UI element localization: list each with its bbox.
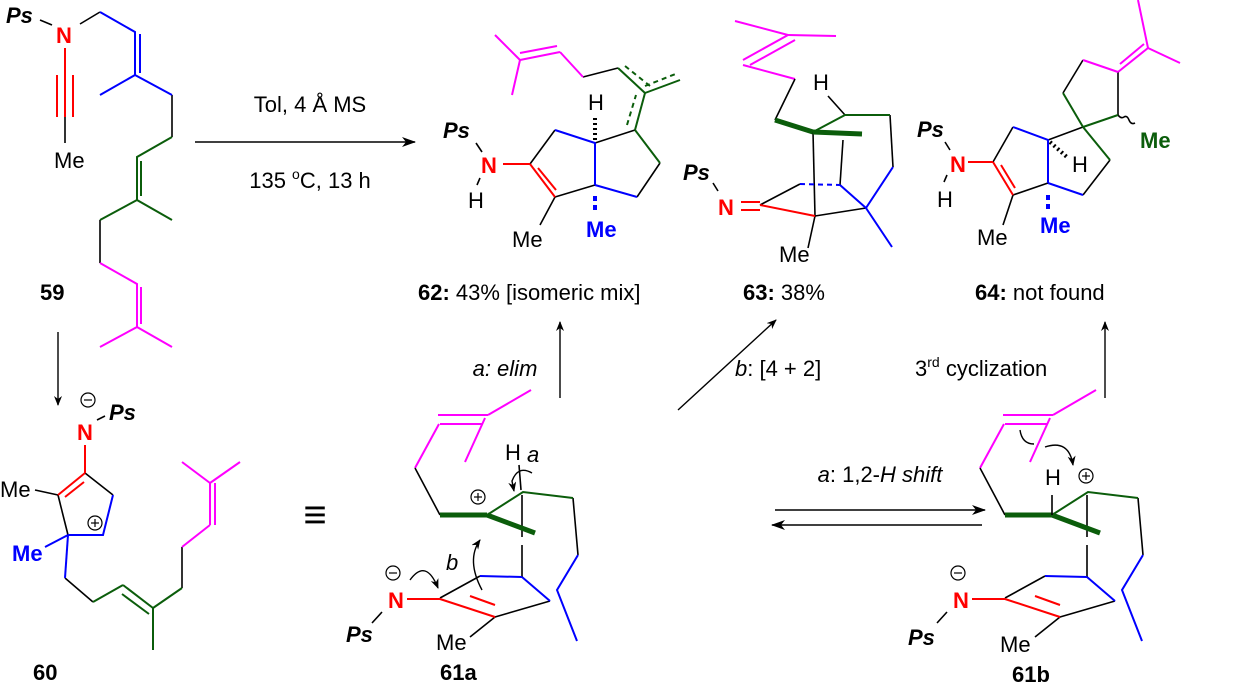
hydrogen-label: H [937, 187, 953, 212]
diels-alder-label: b: [4 + 2] [735, 356, 821, 381]
curved-arrow-icon [1044, 444, 1076, 466]
compound-59: Ps N Me 59 [6, 3, 173, 348]
compound-id: 59 [40, 280, 64, 305]
compound-result: 64: not found [975, 280, 1105, 305]
methyl-label: Me [977, 225, 1008, 250]
curved-arrow-icon [471, 539, 483, 591]
hydrogen-label: H [468, 188, 484, 213]
compound-result: 62: 43% [isomeric mix] [418, 280, 641, 305]
nitrogen-label: N [77, 420, 93, 445]
path-label-b: b [446, 550, 458, 575]
ps-label: Ps [6, 3, 33, 28]
conditions-top: Tol, 4 Å MS [254, 92, 366, 117]
methyl-label: Me [1000, 632, 1031, 657]
equivalence-symbol: ≡ [303, 493, 326, 537]
ps-label: Ps [908, 625, 935, 650]
nitrogen-label: N [56, 23, 72, 48]
hydrogen-label: H [1072, 152, 1088, 177]
compound-63: H Ps N Me 63: 38% [683, 20, 894, 305]
compound-62: Ps N H H Me Me 62: 43% [isomeric mix] [418, 34, 681, 305]
methyl-label: Me [1040, 213, 1071, 238]
ps-label: Ps [683, 160, 710, 185]
compound-id: 61a [440, 660, 477, 685]
conditions-bottom: 135 oC, 13 h [249, 166, 371, 193]
negative-charge-icon [80, 392, 96, 408]
methyl-label: Me [779, 242, 810, 267]
nitrogen-label: N [950, 152, 966, 177]
ps-label: Ps [346, 622, 373, 647]
methyl-label: Me [12, 541, 43, 566]
nitrogen-label: N [388, 588, 404, 613]
methyl-label: Me [1140, 128, 1171, 153]
hydride-shift-label: a: 1,2-H shift [818, 462, 944, 487]
elim-label: a: elim [473, 356, 538, 381]
ps-label: Ps [109, 400, 136, 425]
nitrogen-label: N [481, 153, 497, 178]
compound-result: 63: 38% [743, 280, 825, 305]
compound-id: 61b [1012, 662, 1050, 687]
positive-charge-icon [470, 489, 486, 505]
hydrogen-label: H [505, 440, 521, 465]
nitrogen-label: N [718, 195, 734, 220]
methyl-label: Me [0, 477, 31, 502]
cyclization-label: 3rd cyclization [915, 354, 1047, 381]
hydrogen-label: H [1045, 465, 1061, 490]
positive-charge-icon [1078, 468, 1094, 484]
methyl-label: Me [512, 227, 543, 252]
compound-64: Ps N H H Me Me Me 64: not found [917, 0, 1181, 305]
ps-label: Ps [443, 118, 470, 143]
path-label-a: a [527, 442, 539, 467]
curved-arrow-icon [409, 570, 439, 589]
hydrogen-label: H [813, 70, 829, 95]
methyl-label: Me [54, 148, 85, 173]
positive-charge-icon [87, 515, 103, 531]
compound-61b: H N Ps Me 61b [908, 390, 1143, 687]
arrow-diels-alder [677, 319, 777, 411]
methyl-label: Me [586, 217, 617, 242]
nitrogen-label: N [953, 588, 969, 613]
methyl-label: Me [436, 630, 467, 655]
ps-label: Ps [917, 117, 944, 142]
compound-61a: H a b N Ps Me 61a [346, 390, 578, 685]
compound-60: Ps N Me Me 60 [0, 392, 241, 685]
hydrogen-label: H [588, 90, 604, 115]
curved-arrow-icon [508, 469, 533, 492]
compound-id: 60 [33, 660, 57, 685]
